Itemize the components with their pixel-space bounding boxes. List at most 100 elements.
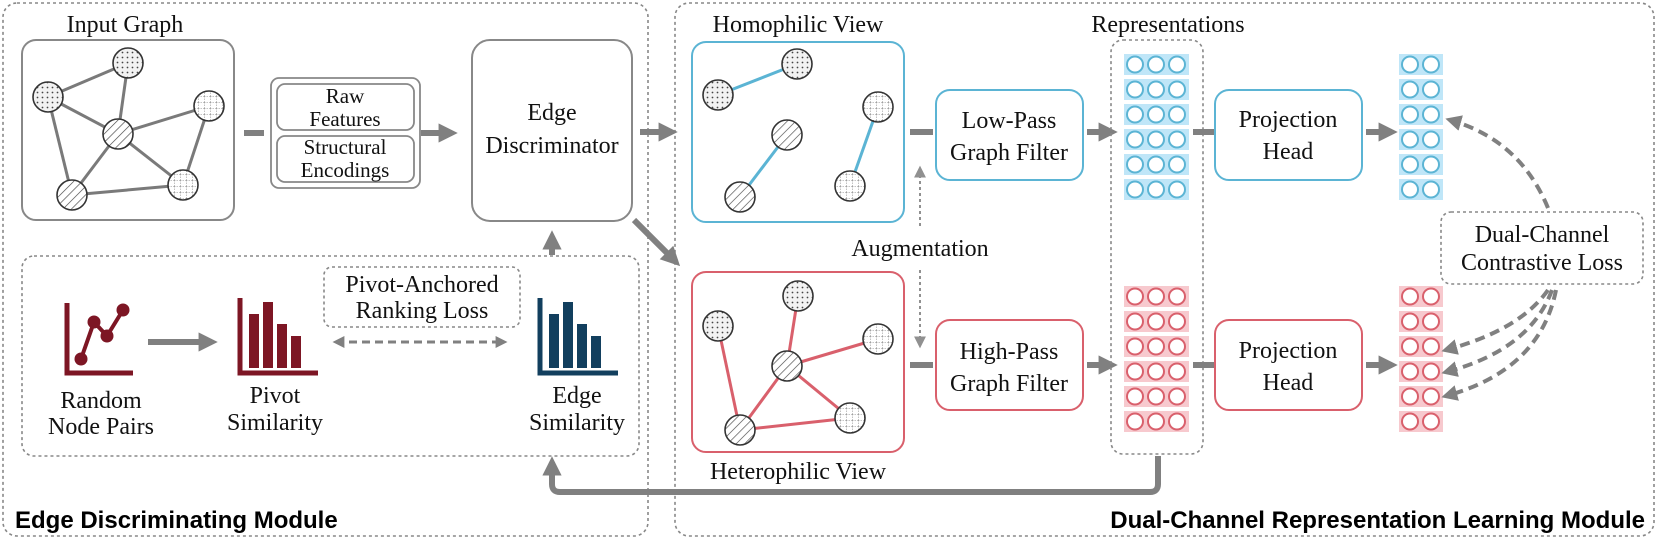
low-pass-line2: Graph Filter: [950, 140, 1068, 166]
projection-head-top: [1214, 89, 1363, 181]
contrastive-arrows: [1441, 115, 1558, 401]
embedding-cell: [1147, 105, 1165, 124]
edge-discriminator-line1: Edge: [527, 100, 576, 126]
embedding-cell: [1168, 55, 1186, 74]
embedding-cell: [1422, 387, 1440, 406]
embedding-cell: [1422, 337, 1440, 356]
arrow-discriminator-to-heterophilic: [631, 217, 681, 267]
pivot-similarity-line1: Pivot: [250, 383, 301, 409]
right-module-frame: [674, 2, 1655, 537]
homophilic-view-title: Homophilic View: [713, 12, 884, 38]
high-pass-filter-box: [935, 319, 1084, 411]
raw-features-line1: Raw: [326, 84, 365, 108]
raw-features-box: [276, 83, 415, 131]
contrastive-loss-line1: Dual-Channel: [1475, 222, 1610, 248]
embedding-cell: [1147, 312, 1165, 331]
embedding-cell: [1147, 180, 1165, 199]
projection-head-bottom: [1214, 319, 1363, 411]
embedding-cell: [1401, 337, 1419, 356]
embedding-cell: [1168, 130, 1186, 149]
low-pass-filter-box: [935, 89, 1084, 181]
embedding-cell: [1401, 312, 1419, 331]
embedding-cell: [1126, 412, 1144, 431]
high-pass-line1: High-Pass: [960, 339, 1059, 365]
graph-node: [782, 280, 814, 312]
ranking-loss-line2: Ranking Loss: [356, 298, 489, 324]
feedback-arrow: [542, 456, 1161, 495]
embedding-cell: [1168, 180, 1186, 199]
graph-node: [862, 91, 894, 123]
graph-node: [56, 179, 88, 211]
right-module-title: Dual-Channel Representation Learning Mod…: [1110, 507, 1645, 534]
graph-node: [102, 118, 134, 150]
representations-frame: [1110, 39, 1204, 455]
graph-node: [834, 170, 866, 202]
embedding-cell: [1422, 80, 1440, 99]
left-module-title: Edge Discriminating Module: [15, 507, 338, 534]
embedding-cell: [1422, 362, 1440, 381]
embedding-cell: [1401, 387, 1419, 406]
bar-chart-icon-pivot: [237, 298, 318, 376]
graph-node: [724, 414, 756, 446]
line-chart-icon: [64, 303, 133, 376]
pivot-similarity-line2: Similarity: [227, 410, 323, 436]
representations-title: Representations: [1091, 12, 1244, 38]
embedding-cell: [1126, 287, 1144, 306]
graph-node: [771, 350, 803, 382]
embedding-cell: [1126, 130, 1144, 149]
graph-node: [771, 119, 803, 151]
graph-node: [702, 79, 734, 111]
graph-node: [834, 402, 866, 434]
embedding-cell: [1147, 337, 1165, 356]
graph-node: [862, 323, 894, 355]
embedding-cell: [1126, 55, 1144, 74]
embedding-cell: [1126, 337, 1144, 356]
augmentation-label: Augmentation: [851, 236, 988, 262]
embedding-cell: [1422, 155, 1440, 174]
embedding-cell: [1126, 362, 1144, 381]
contrastive-loss-box: [1440, 211, 1644, 285]
embedding-cell: [1126, 180, 1144, 199]
embedding-cell: [1126, 312, 1144, 331]
embedding-cell: [1168, 312, 1186, 331]
heterophilic-view-title: Heterophilic View: [710, 459, 887, 485]
ranking-loss-line1: Pivot-Anchored: [345, 272, 498, 298]
ranking-loss-box: [323, 266, 521, 328]
embedding-cell: [1147, 55, 1165, 74]
edge-discriminator-line2: Discriminator: [485, 133, 618, 159]
similarity-panel: [21, 255, 640, 457]
graph-node: [167, 169, 199, 201]
graph-node: [724, 181, 756, 213]
embedding-cell: [1401, 155, 1419, 174]
graph-node: [112, 47, 144, 79]
input-graph-nodes: [32, 47, 225, 211]
embedding-cell: [1147, 287, 1165, 306]
embedding-cell: [1168, 287, 1186, 306]
embedding-cell: [1401, 80, 1419, 99]
structural-encodings-box: [276, 135, 415, 183]
embedding-cell: [1147, 155, 1165, 174]
left-module-frame: [2, 2, 649, 537]
projection-head-bottom-line2: Head: [1263, 370, 1314, 396]
embedding-cell: [1422, 412, 1440, 431]
embedding-cell: [1147, 80, 1165, 99]
embedding-cell: [1126, 155, 1144, 174]
embedding-cell: [1401, 287, 1419, 306]
embedding-cell: [1126, 387, 1144, 406]
projected-homophilic: [1399, 54, 1443, 200]
structural-encodings-line1: Structural: [304, 135, 387, 159]
random-node-pairs-line2: Node Pairs: [48, 414, 154, 440]
projected-heterophilic: [1399, 286, 1443, 432]
embedding-cell: [1168, 362, 1186, 381]
embedding-cell: [1401, 130, 1419, 149]
graph-node: [193, 90, 225, 122]
homophilic-nodes: [702, 48, 894, 213]
embedding-cell: [1168, 80, 1186, 99]
embedding-cell: [1168, 155, 1186, 174]
input-graph-title: Input Graph: [67, 12, 184, 38]
graph-node: [702, 310, 734, 342]
edge-similarity-line1: Edge: [552, 383, 601, 409]
embedding-cell: [1401, 412, 1419, 431]
embedding-cell: [1126, 105, 1144, 124]
